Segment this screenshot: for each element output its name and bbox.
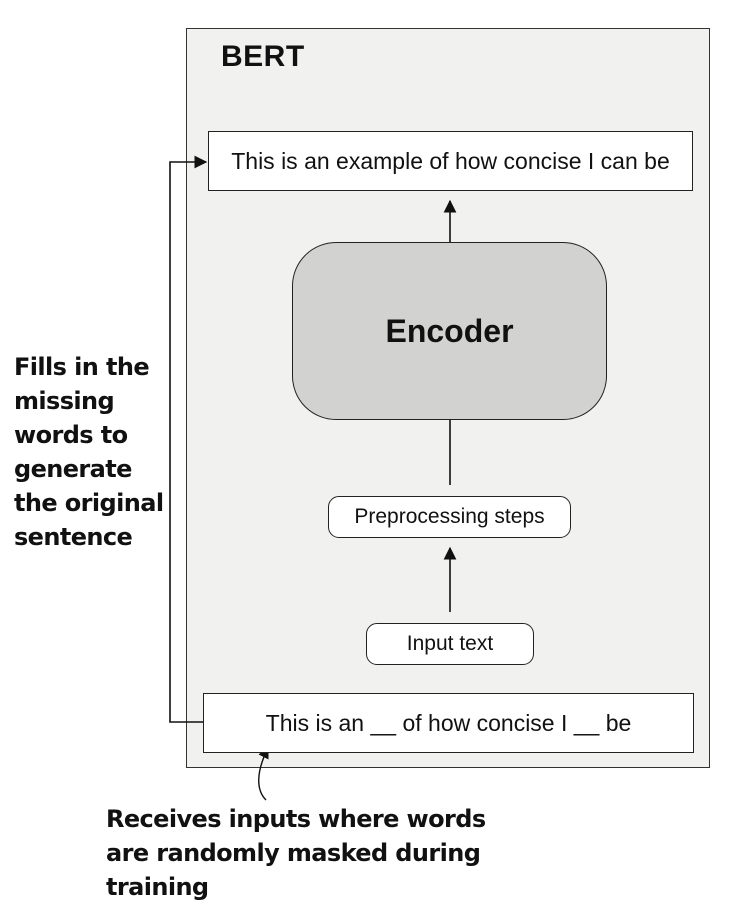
arrow-feedback-loop xyxy=(169,155,208,723)
annotation-line: words to xyxy=(14,421,128,449)
annotation-line: training xyxy=(106,873,209,901)
output-sentence-box: This is an example of how concise I can … xyxy=(208,131,693,191)
annotation-line: missing xyxy=(14,387,115,415)
encoder-label: Encoder xyxy=(385,312,514,349)
input-text-box: Input text xyxy=(366,623,534,665)
preprocessing-label: Preprocessing steps xyxy=(354,505,545,528)
masked-input-box: This is an __ of how concise I __ be xyxy=(203,693,694,753)
annotation-line: Fills in the xyxy=(14,353,150,381)
annotation-line: are randomly masked during xyxy=(106,839,481,867)
encoder-block: Encoder xyxy=(292,242,607,420)
annotation-line: Receives inputs where words xyxy=(106,805,486,833)
annotation-line: sentence xyxy=(14,523,133,551)
input-text-label: Input text xyxy=(406,632,494,655)
arrow-annotation-pointer xyxy=(258,746,269,801)
fill-in-annotation: Fills in the missing words to generate t… xyxy=(14,350,174,554)
preprocessing-steps-box: Preprocessing steps xyxy=(328,496,571,538)
annotation-line: the original xyxy=(14,489,164,517)
output-sentence: This is an example of how concise I can … xyxy=(231,147,670,174)
masked-inputs-annotation: Receives inputs where words are randomly… xyxy=(106,802,506,904)
bert-title: BERT xyxy=(221,40,305,73)
masked-input-sentence: This is an __ of how concise I __ be xyxy=(265,709,632,736)
annotation-line: generate xyxy=(14,455,132,483)
